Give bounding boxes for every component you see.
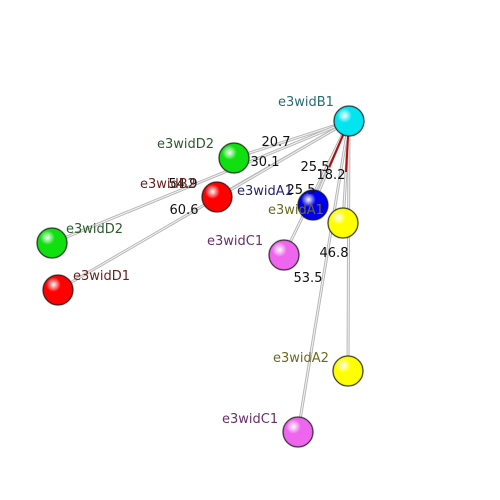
node-label-C1b: e3widC1 (222, 412, 278, 427)
edge-label-B1-D1: 60.6 (170, 203, 199, 218)
node-C1b[interactable] (282, 416, 314, 448)
node-D1[interactable] (42, 274, 74, 306)
edge-B1-D1 (57, 119, 350, 292)
edge-B1-A2 (346, 120, 351, 372)
node-A1b[interactable] (327, 207, 359, 239)
edge-B1-C1a (282, 120, 351, 256)
edge-B1-C1b (296, 120, 351, 433)
edge-label-B1-C1a: 25.5 (301, 160, 330, 175)
node-label-B2: e3widB2 (140, 177, 196, 192)
node-label-C1a: e3widC1 (207, 234, 263, 249)
node-D2a[interactable] (218, 142, 250, 174)
edge-label-B1-A1a: 25.5 (287, 183, 316, 198)
node-A2[interactable] (332, 355, 364, 387)
node-C1a[interactable] (268, 239, 300, 271)
nodes-layer (36, 105, 365, 448)
edges-layer (51, 119, 351, 433)
node-B1[interactable] (333, 105, 365, 137)
edge-B1-D2a (233, 119, 350, 160)
edge-label-B1-A1b: 18.2 (317, 168, 346, 183)
edge-labels-layer: 20.7 30.1 54.9 60.6 25.518.225.5 46.8 53.5 (169, 135, 349, 286)
edge-B1-D2b (51, 119, 350, 245)
node-label-B1: e3widB1 (278, 95, 334, 110)
node-A1a[interactable] (297, 189, 329, 221)
node-label-A1b: e3widA1 (268, 203, 324, 218)
edge-label-B1-A2: 46.8 (320, 246, 349, 261)
node-label-D1: e3widD1 (73, 269, 130, 284)
edge-label-B1-D2a: 20.7 (262, 135, 291, 150)
node-label-A1a: e3widA1 (237, 184, 293, 199)
edge-label-B1-D2b: 54.9 (169, 177, 198, 192)
node-label-A2: e3widA2 (273, 351, 329, 366)
edge-label-B1-C1b: 53.5 (294, 271, 323, 286)
node-label-D2b: e3widD2 (66, 222, 123, 237)
node-labels-layer: e3widB1 e3widD2 e3widB2 e3widA1 e3widA1 e3wid… (66, 95, 334, 427)
node-B2[interactable] (201, 181, 233, 213)
node-D2b[interactable] (36, 227, 68, 259)
edge-label-B1-B2: 30.1 (251, 155, 280, 170)
node-label-D2a: e3widD2 (157, 137, 214, 152)
